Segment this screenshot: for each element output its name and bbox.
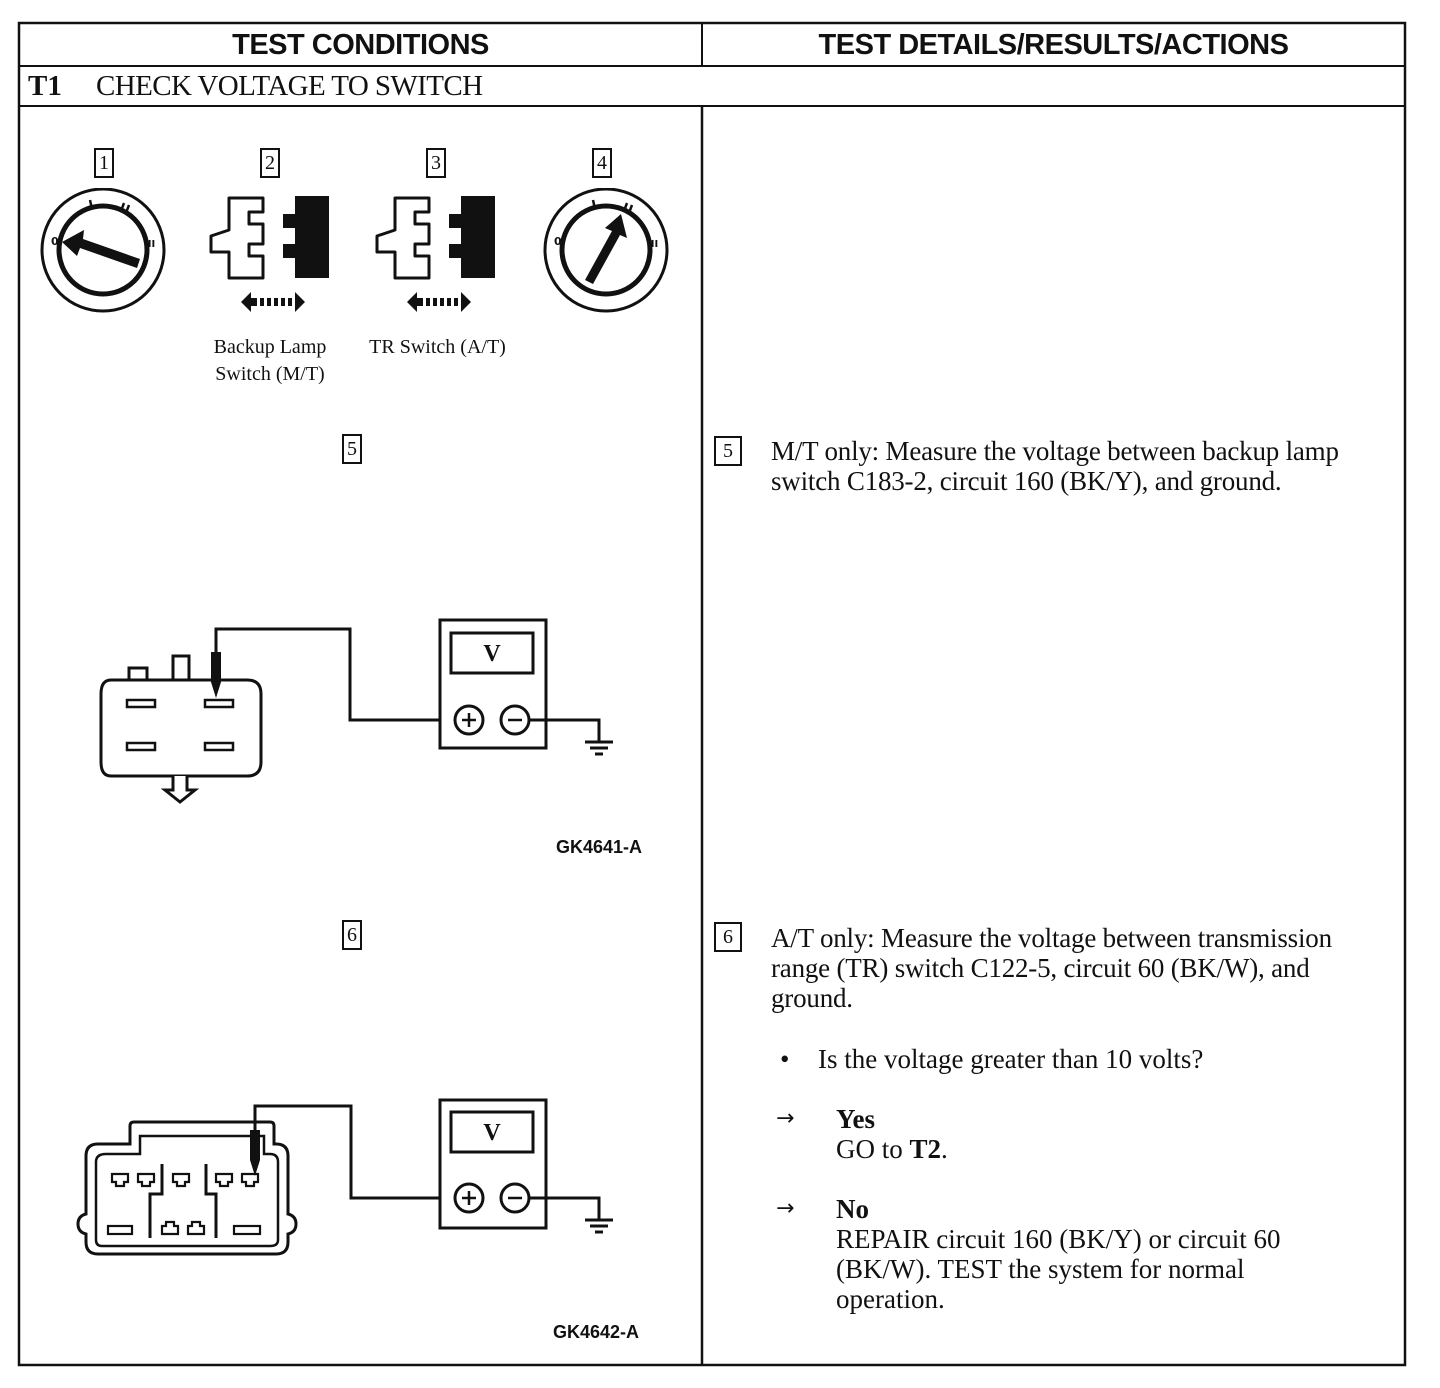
no-label: No xyxy=(836,1194,869,1224)
no-result: No REPAIR circuit 160 (BK/Y) or circuit … xyxy=(836,1194,1396,1314)
no-action: REPAIR circuit 160 (BK/Y) or circuit 60 … xyxy=(836,1224,1281,1314)
figure-step-number-box: 6 xyxy=(342,920,362,950)
yes-action: GO to T2. xyxy=(836,1134,1396,1164)
tr-switch-voltage-diagram: V xyxy=(76,1098,613,1256)
meter-symbol: V xyxy=(483,1120,501,1146)
backup-lamp-switch-voltage-diagram: V xyxy=(99,618,613,804)
step-number-box: 4 xyxy=(592,148,612,178)
step-number-box: 6 xyxy=(714,922,742,952)
backup-lamp-label-line2: Switch (M/T) xyxy=(215,363,325,385)
step-number-box: 1 xyxy=(94,148,114,178)
tr-switch-label: TR Switch (A/T) xyxy=(369,336,506,358)
step-number-box: 2 xyxy=(260,148,280,178)
svg-text:0: 0 xyxy=(554,235,562,248)
question-text: Is the voltage greater than 10 volts? xyxy=(818,1044,1204,1074)
yes-action-prefix: GO to xyxy=(836,1134,910,1164)
svg-text:III: III xyxy=(144,239,155,250)
yes-action-target: T2 xyxy=(909,1134,942,1164)
test-title: CHECK VOLTAGE TO SWITCH xyxy=(96,69,483,102)
yes-action-suffix: . xyxy=(941,1134,948,1164)
test-title-row: T1 CHECK VOLTAGE TO SWITCH xyxy=(28,66,483,106)
test-id: T1 xyxy=(28,69,62,102)
header-test-details: TEST DETAILS/RESULTS/ACTIONS xyxy=(818,28,1289,61)
meter-symbol: V xyxy=(483,641,501,667)
step-5-text: M/T only: Measure the voltage between ba… xyxy=(771,436,1339,496)
result-arrow-icon: → xyxy=(776,1196,795,1221)
ignition-switch-run-icon: 0 III xyxy=(543,188,669,313)
backup-lamp-switch-connector-icon xyxy=(209,196,329,312)
backup-lamp-switch-label: Backup Lamp Switch (M/T) xyxy=(195,334,345,388)
figure-id: GK4641-A xyxy=(556,837,643,857)
header-test-conditions: TEST CONDITIONS xyxy=(232,28,489,61)
figure-id: GK4642-A xyxy=(553,1322,640,1342)
result-arrow-icon: → xyxy=(776,1106,795,1131)
step-number-box: 3 xyxy=(426,148,446,178)
svg-text:III: III xyxy=(647,239,658,250)
tr-switch-connector-icon xyxy=(375,196,495,312)
svg-text:0: 0 xyxy=(51,235,59,248)
yes-result: Yes GO to T2. xyxy=(836,1104,1396,1164)
ignition-switch-off-icon: 0 III xyxy=(40,188,166,313)
question-bullet: • xyxy=(780,1044,790,1074)
backup-lamp-label-line1: Backup Lamp xyxy=(213,336,327,358)
figure-step-number-box: 5 xyxy=(342,434,362,464)
step-6-text: A/T only: Measure the voltage between tr… xyxy=(771,923,1332,1013)
yes-label: Yes xyxy=(836,1104,875,1134)
step-number-box: 5 xyxy=(714,436,742,466)
